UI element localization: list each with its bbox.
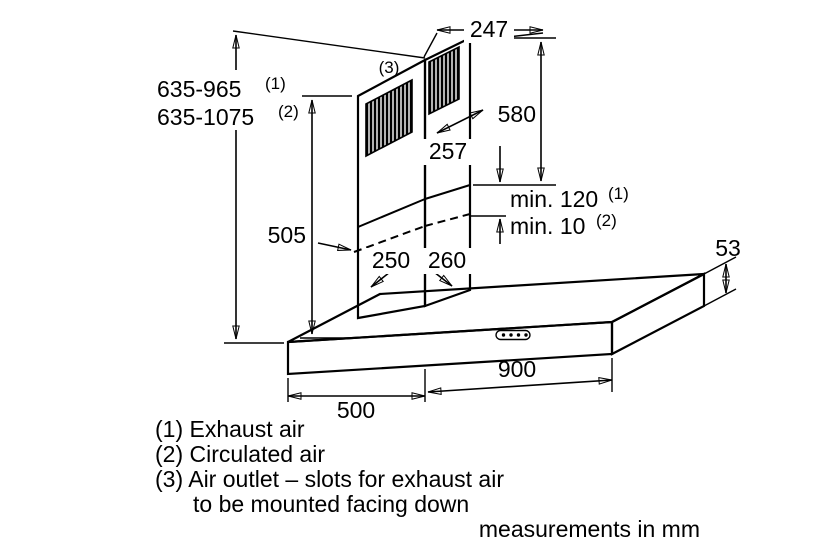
extension-lines [224, 30, 737, 402]
telescope-seam-line [357, 184, 471, 228]
chimney [353, 36, 472, 320]
arrowhead [496, 168, 504, 183]
legend: (1) Exhaust air (2) Circulated air (3) A… [155, 416, 700, 542]
dimension-lines [235, 29, 727, 397]
dim-height-range-1-sup: (1) [265, 74, 286, 93]
units-note: measurements in mm [479, 516, 700, 542]
air-outlet-slots-right [428, 45, 460, 116]
dim-height-range-1-label: 635-965 [157, 76, 241, 102]
arrowhead [537, 41, 545, 56]
arrowhead [537, 167, 545, 182]
arrowhead [469, 109, 484, 120]
legend-circulated-air: (2) Circulated air [155, 441, 325, 467]
arrowhead [308, 99, 316, 114]
dim-min-overlap-2-label: min. 10 [510, 213, 585, 239]
control-panel-buttons [501, 333, 528, 337]
dim-canopy-depth-label: 500 [337, 397, 375, 423]
dim-top-depth-label: 257 [429, 138, 467, 164]
air-outlet-ref-label: (3) [379, 58, 400, 77]
arrowhead [370, 275, 384, 288]
arrowhead [436, 123, 451, 134]
arrowhead [308, 320, 316, 335]
dim-min-overlap-1-label: min. 120 [510, 186, 598, 212]
arrowhead [427, 387, 442, 395]
air-outlet-slots-left [365, 78, 413, 158]
telescope-dashed-line [353, 213, 471, 253]
arrowhead [232, 325, 240, 340]
legend-exhaust-air: (1) Exhaust air [155, 416, 305, 442]
canopy [286, 272, 706, 376]
dim-chimney-depth-label: 260 [428, 247, 466, 273]
dim-upper-section-height-label: 580 [498, 101, 536, 127]
canopy-right-face [610, 272, 706, 356]
legend-air-outlet-cont: to be mounted facing down [193, 491, 469, 517]
canopy-top-surface [287, 272, 705, 344]
dim-height-range-2-label: 635-1075 [157, 104, 254, 130]
arrowhead [529, 26, 544, 34]
dim-min-overlap-2-sup: (2) [596, 211, 617, 230]
arrowhead [722, 263, 730, 278]
arrowhead [438, 274, 453, 287]
dim-height-range-2-sup: (2) [278, 102, 299, 121]
arrowhead [496, 218, 504, 233]
dim-chimney-width-label: 250 [372, 247, 410, 273]
arrowhead [598, 377, 613, 385]
canopy-front-face [286, 320, 614, 376]
arrowhead [232, 34, 240, 49]
arrowhead [411, 392, 426, 400]
dim-canopy-height-label: 53 [715, 235, 741, 261]
control-panel [495, 329, 531, 341]
dim-lower-section-height-label: 505 [268, 222, 306, 248]
dim-min-overlap-1-sup: (1) [608, 184, 629, 203]
arrowhead [722, 279, 730, 294]
arrowhead [336, 243, 352, 251]
legend-air-outlet: (3) Air outlet – slots for exhaust air [155, 466, 504, 492]
arrowhead [436, 26, 451, 34]
arrowhead [287, 392, 302, 400]
label-masks [148, 17, 514, 274]
dim-top-width-label: 247 [470, 16, 508, 42]
dim-canopy-width-label: 900 [498, 356, 536, 382]
chimney-right-face [423, 36, 472, 308]
